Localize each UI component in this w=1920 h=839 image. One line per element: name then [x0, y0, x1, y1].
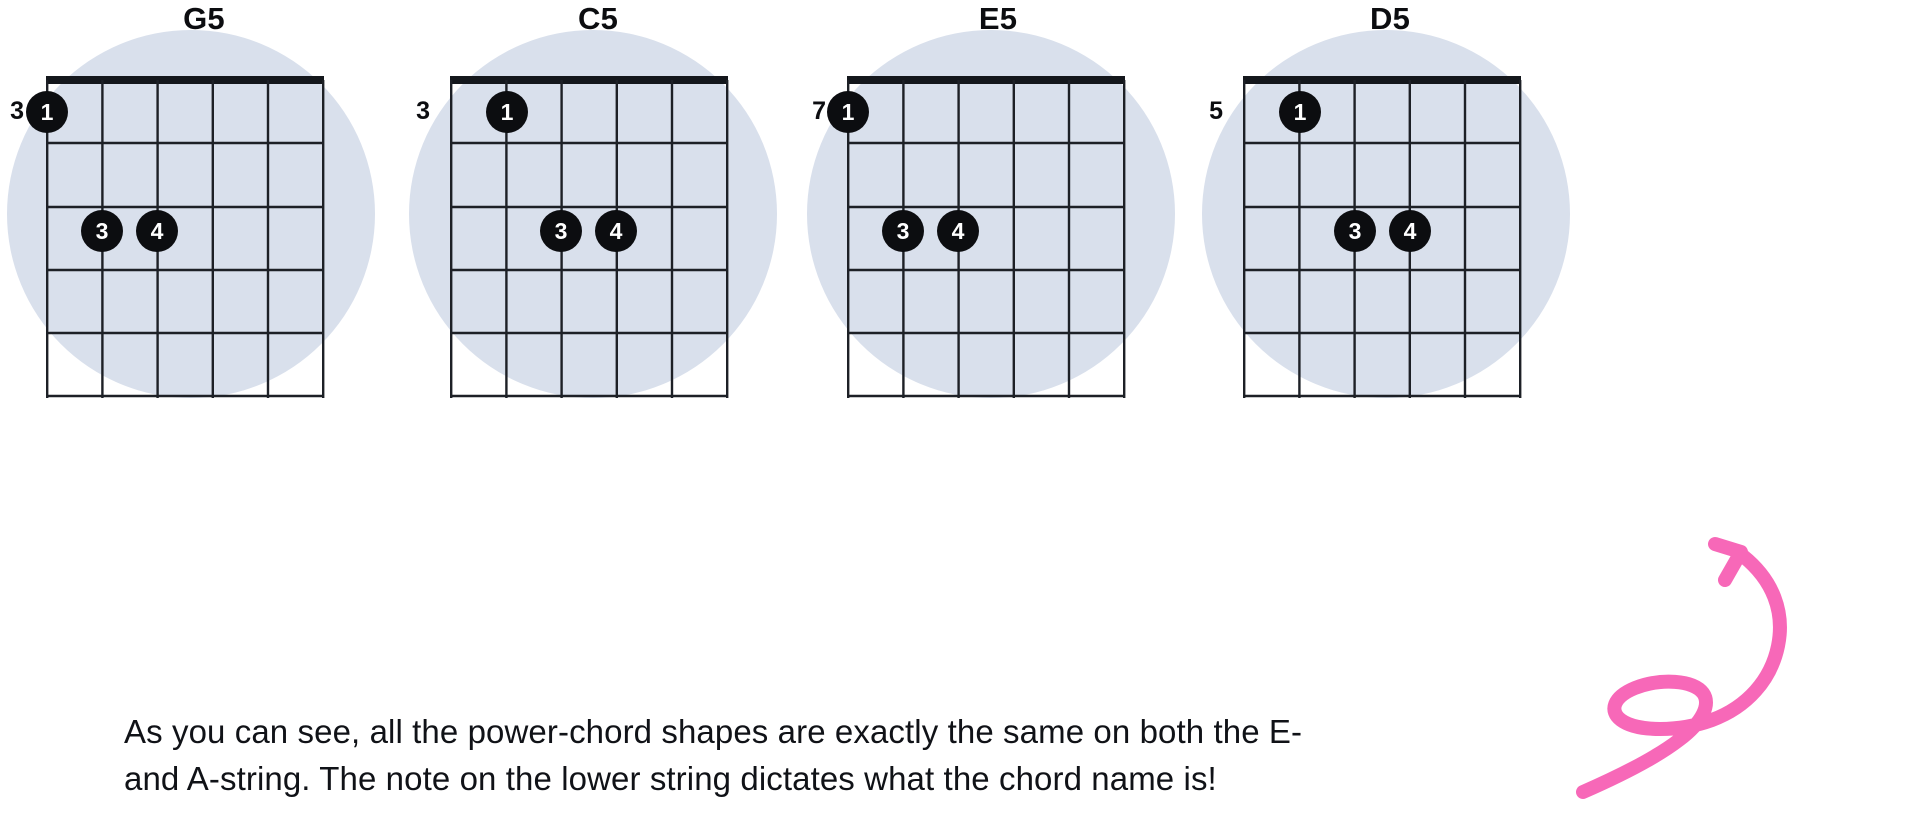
caption-text: As you can see, all the power-chord shap… — [124, 708, 1444, 802]
finger-dot: 4 — [595, 210, 637, 252]
curly-arrow-up-right-icon — [1576, 537, 1787, 799]
fretboard-grid-d5 — [1243, 76, 1522, 398]
chord-title-g5: G5 — [183, 1, 225, 36]
fretboard-grid-e5 — [847, 76, 1126, 398]
chord-diagram-c5: C5 3 1 3 4 — [394, 0, 814, 430]
fret-position-label-g5: 3 — [10, 97, 24, 125]
chord-title-d5: D5 — [1369, 1, 1411, 36]
finger-dot: 3 — [1334, 210, 1376, 252]
chord-diagram-e5: E5 7 1 3 4 — [792, 0, 1212, 430]
finger-dot: 4 — [136, 210, 178, 252]
finger-dot: 4 — [937, 210, 979, 252]
caption-line-2: and A-string. The note on the lower stri… — [124, 760, 1217, 797]
fret-position-label-e5: 7 — [812, 97, 826, 125]
finger-dot: 3 — [81, 210, 123, 252]
chord-diagram-g5: G5 3 1 3 4 — [0, 0, 414, 430]
caption-line-1: As you can see, all the power-chord shap… — [124, 713, 1303, 750]
finger-dot: 1 — [26, 91, 68, 133]
fret-position-label-d5: 5 — [1209, 97, 1223, 125]
finger-dot: 3 — [882, 210, 924, 252]
finger-dot: 1 — [486, 91, 528, 133]
finger-dot: 4 — [1389, 210, 1431, 252]
finger-dot: 3 — [540, 210, 582, 252]
halo-background-g5 — [7, 30, 375, 398]
chord-diagram-d5: D5 5 1 3 4 — [1186, 0, 1606, 430]
fret-position-label-c5: 3 — [416, 97, 430, 125]
halo-background-e5 — [807, 30, 1175, 398]
chord-title-e5: E5 — [978, 1, 1018, 36]
chord-title-c5: C5 — [577, 1, 619, 36]
finger-dot: 1 — [827, 91, 869, 133]
finger-dot: 1 — [1279, 91, 1321, 133]
fretboard-grid-g5 — [46, 76, 325, 398]
halo-background-d5 — [1202, 30, 1570, 398]
halo-background-c5 — [409, 30, 777, 398]
